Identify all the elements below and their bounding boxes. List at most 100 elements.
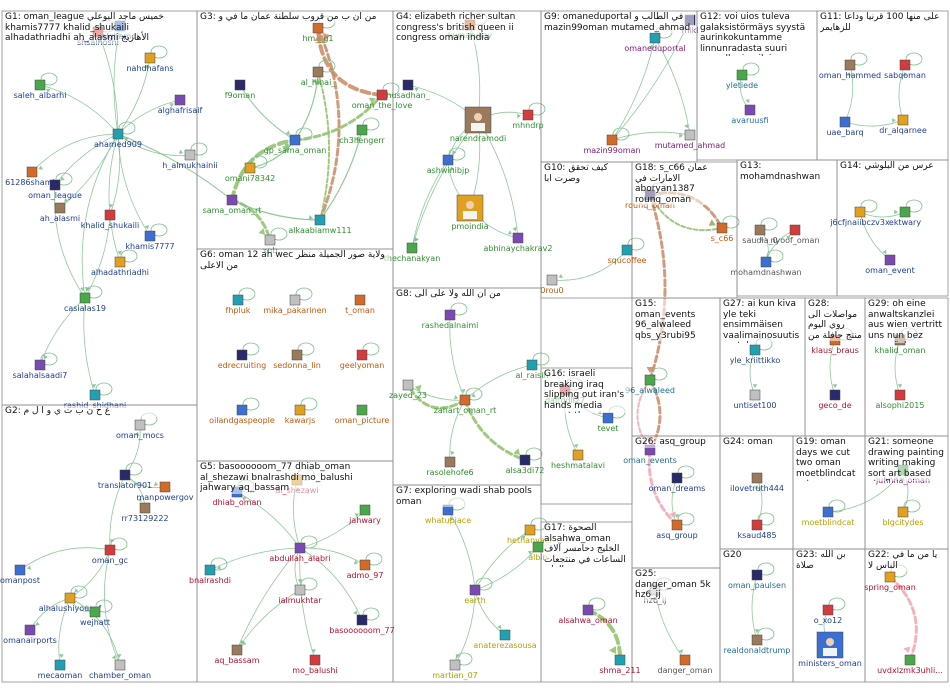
node-al-hinai[interactable]: al_hinai_ [301, 66, 337, 87]
node-nahdhafans[interactable]: nahdhafans [126, 52, 174, 73]
node-mhndrp[interactable]: mhndrp [512, 109, 544, 130]
node-admo-97[interactable]: admo_97 [347, 559, 384, 580]
node-omanpost[interactable]: omanpost [0, 564, 40, 585]
node-tevet[interactable]: tevet [598, 412, 619, 433]
node-wejhatt[interactable]: wejhatt [80, 606, 110, 627]
node-mo-balushi[interactable]: mo_balushi [292, 654, 338, 675]
node-ashwinibjp[interactable]: ashwinibjp [427, 154, 470, 175]
node-spring-oman[interactable]: spring_oman [864, 571, 916, 592]
node-rashid-shidhani[interactable]: rashid_shidhani [64, 389, 127, 410]
node-oman-picture[interactable]: oman_picture [335, 404, 390, 425]
node-ah-alasmi[interactable]: ah_alasmi [40, 202, 80, 223]
node-o-xo12[interactable]: o_xo12 [814, 604, 842, 625]
node-nyoof-oman[interactable]: nyoof_oman [770, 224, 820, 245]
node-fhpluk[interactable]: fhpluk [226, 294, 251, 315]
node-oman-gc[interactable]: oman_gc [92, 544, 128, 565]
node-saudia-0[interactable]: saudia_0 [742, 224, 778, 245]
node-zahart-oman-rt[interactable]: zahart_oman_rt [434, 394, 497, 415]
node-saleh-albarhi[interactable]: saleh_albarhi [14, 79, 67, 100]
node-mohamdnashwan[interactable]: mohamdnashwan [730, 256, 802, 277]
node-61286shamis[interactable]: 61286shamis [5, 166, 59, 187]
node-thechanakyan[interactable]: thechanakyan [384, 242, 441, 263]
node-s-c66[interactable]: s_c66 [711, 222, 734, 243]
node-omanairports[interactable]: omanairports [3, 624, 57, 645]
node-khamis7777[interactable]: khamis7777 [125, 230, 175, 251]
node-uvdxlzmk3uhli[interactable]: uvdxlzmk3uhli... [877, 654, 943, 675]
node-casialas19[interactable]: casialas19 [64, 292, 106, 313]
node-mika-pakarinen[interactable]: mika_pakarinen [263, 294, 327, 315]
node-sama-oman-rt[interactable]: sama_oman_rt [203, 194, 262, 215]
node-alhalushiyousuf[interactable]: alhalushiyousuf [39, 592, 102, 613]
node-ahamed909[interactable]: ahamed909 [94, 128, 142, 149]
node-dr-alqarnee[interactable]: dr_alqarnee [879, 114, 927, 135]
node-alsa3di72[interactable]: alsa3di72 [506, 454, 545, 475]
node-untiset100[interactable]: untiset100 [734, 389, 777, 410]
node-ministers-oman[interactable]: ministers_oman [798, 631, 862, 668]
node-hethanyaer[interactable]: hethanyaer [507, 524, 554, 545]
node-rr73129222[interactable]: rr73129222 [121, 502, 169, 523]
node-zayed-23[interactable]: zayed_23 [389, 379, 427, 400]
node-kawarjs[interactable]: kawarjs [285, 404, 316, 425]
node-alkaabiamw111[interactable]: alkaabiamw111 [288, 214, 352, 235]
node-oman-mocs[interactable]: oman_mocs [116, 419, 164, 440]
node-blgcitydes[interactable]: blgcitydes [882, 506, 924, 527]
node-jahwary[interactable]: jahwary [348, 504, 381, 525]
node-manpowergov[interactable]: manpowergov [136, 481, 194, 502]
node-omani78342[interactable]: omani78342 [225, 162, 275, 183]
node-yle-kriittikko[interactable]: yle_kriittikko [730, 344, 781, 365]
node-ektwary[interactable]: ektwary [889, 206, 921, 227]
node-j6cfjnaiibczv3x[interactable]: j6cfjnaiibczv3x [829, 206, 890, 227]
node-ksaud485[interactable]: ksaud485 [737, 519, 777, 540]
node-oman-paulsen[interactable]: oman_paulsen [728, 569, 786, 590]
node-ilovetruth444[interactable]: ilovetruth444 [730, 472, 784, 493]
node-danger-oman[interactable]: danger_oman [658, 654, 713, 675]
node-oman-league[interactable]: oman_league [28, 179, 82, 200]
node-mecaoman[interactable]: mecaoman [38, 659, 83, 680]
node-96-alwaleed[interactable]: 96_alwaleed [625, 374, 675, 395]
node-oman-the-love[interactable]: oman_the_love [352, 89, 413, 110]
node-geco-de[interactable]: geco_de [818, 389, 852, 410]
node-edrecruiting[interactable]: edrecruiting [218, 349, 267, 370]
node-chamber-oman[interactable]: chamber_oman [89, 659, 151, 680]
node-alghafrisaif[interactable]: alghafrisaif [158, 94, 203, 115]
node-oilandgaspeople[interactable]: oilandgaspeople [209, 404, 275, 425]
node-heshmatalavi[interactable]: heshmatalavi [551, 449, 605, 470]
node-sedonna-lin[interactable]: sedonna_lin [273, 349, 321, 370]
node-alhadathriadhi[interactable]: alhadathriadhi [91, 256, 149, 277]
node-anaterezasousa[interactable]: anaterezasousa [473, 629, 537, 650]
node-salahalsaadi7[interactable]: salahalsaadi7 [13, 359, 68, 380]
node-realdonaldtrump[interactable]: realdonaldtrump [724, 634, 791, 655]
node-gp-sama-oman[interactable]: gp_sama_oman [264, 134, 327, 155]
node-rasolehofe6[interactable]: rasolehofe6 [426, 456, 474, 477]
node-al-raisih[interactable]: al_raisih [516, 359, 549, 380]
node-abhinaychakrav2[interactable]: abhinaychakrav2 [484, 232, 553, 253]
node-narendramodi[interactable]: narendramodi [450, 106, 506, 143]
node-omaneduportal[interactable]: omaneduportal [624, 32, 686, 53]
node-geelyoman[interactable]: geelyoman [340, 349, 385, 370]
node-yletiede[interactable]: yletiede [726, 69, 758, 90]
node-abdullah-alabri[interactable]: abdullah_alabri [269, 542, 331, 563]
node-ialmukhtar[interactable]: ialmukhtar [278, 584, 322, 605]
node-pmoindia[interactable]: pmoindia [451, 194, 489, 231]
node-rashedalnaimi[interactable]: rashedalnaimi [422, 309, 479, 330]
node-shma-211[interactable]: shma_211 [599, 654, 641, 675]
node-aq-bassam[interactable]: aq_bassam [215, 644, 260, 665]
node-earth[interactable]: earth [464, 584, 486, 605]
node-oman-dreams[interactable]: oman_dreams [649, 472, 706, 493]
node-ch3llengerr[interactable]: ch3llengerr [339, 124, 385, 145]
node-bnalrashdi[interactable]: bnalrashdi [189, 564, 231, 585]
node-squcoffee[interactable]: squcoffee [608, 244, 647, 265]
node-mutamed-ahmad[interactable]: mutamed_ahmad [655, 129, 725, 150]
node-asq-group[interactable]: asq_group [656, 519, 698, 540]
node-alsophi2015[interactable]: alsophi2015 [876, 389, 925, 410]
node-basoooooom-77[interactable]: basoooooom_77 [329, 614, 395, 635]
node-martian-07[interactable]: martian_07 [432, 659, 478, 680]
node-0rou0[interactable]: 0rou0 [540, 274, 564, 295]
node-sabqoman[interactable]: sabqoman [884, 59, 926, 80]
node-avaruusfi[interactable]: avaruusfi [731, 104, 769, 125]
node-moetblindcat[interactable]: moetblindcat [802, 506, 855, 527]
node-oman-hammed[interactable]: oman_hammed [819, 59, 881, 80]
node-alsahwa-oman[interactable]: alsahwa_oman [558, 604, 618, 625]
node-hm-g1[interactable]: hm__g1 [302, 22, 334, 43]
node-mazin99oman[interactable]: mazin99oman [583, 134, 641, 155]
